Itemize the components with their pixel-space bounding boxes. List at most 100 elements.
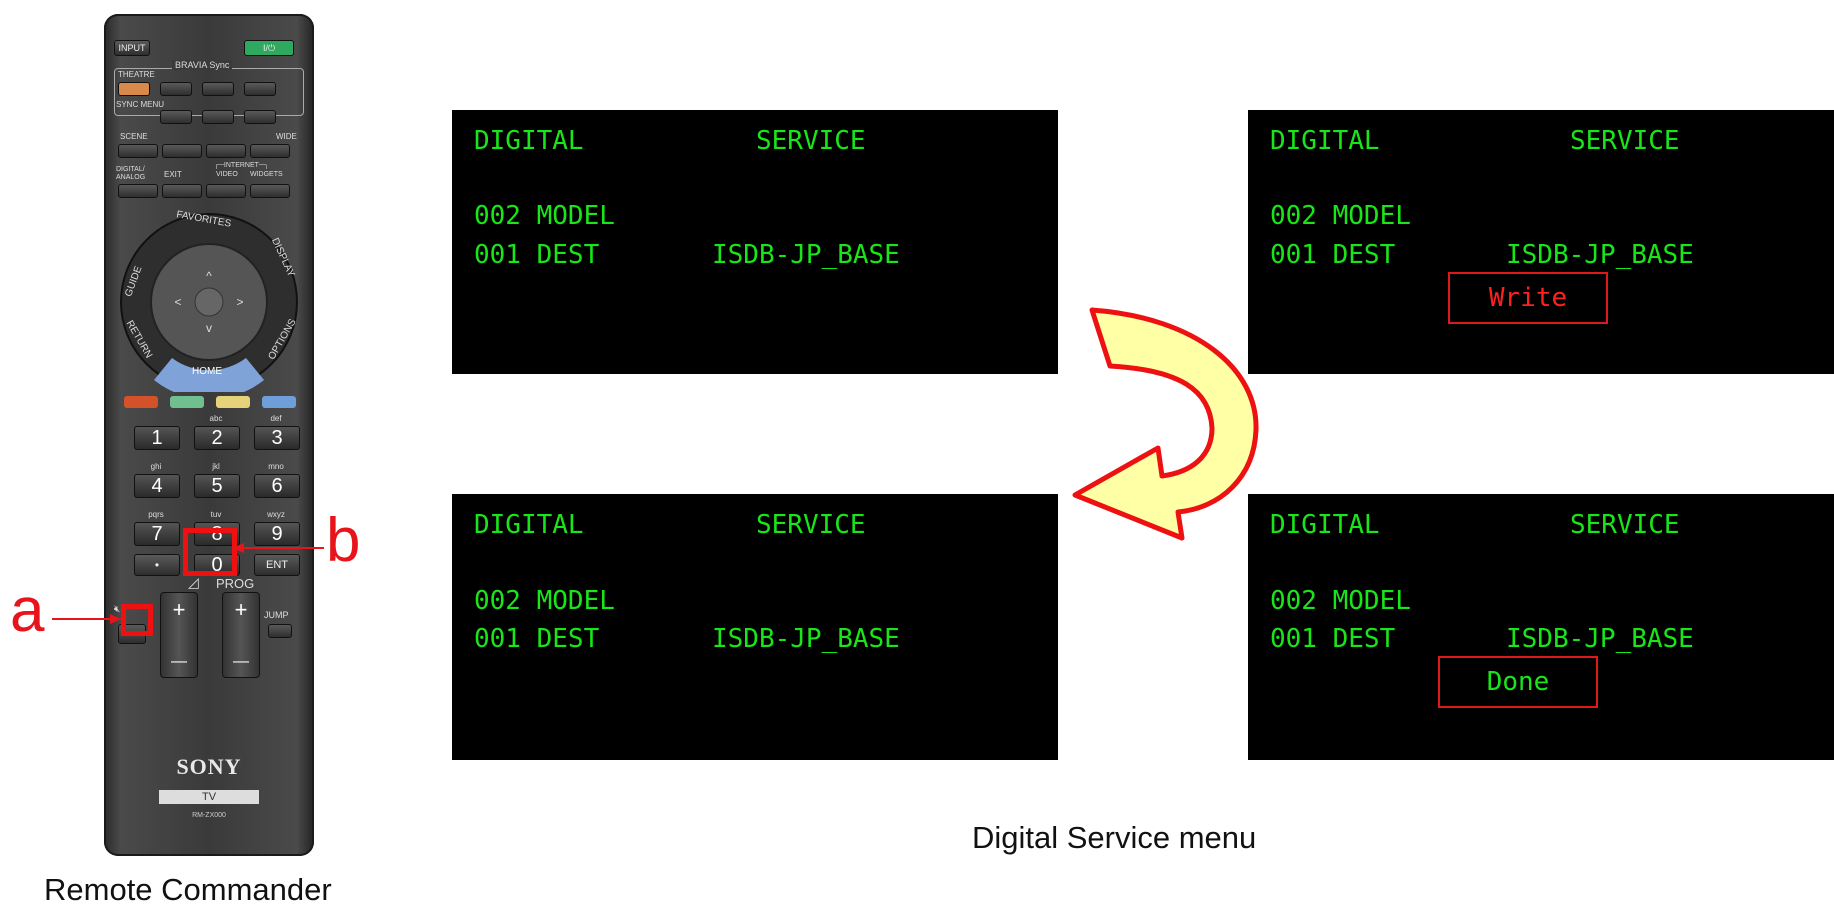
forward-button[interactable] [244, 110, 276, 124]
callout-lines [52, 543, 324, 624]
digital-analog-button[interactable] [118, 184, 158, 198]
prog-label: PROG [216, 576, 255, 591]
theatre-button[interactable] [118, 82, 150, 96]
mute-icon: 🔇︎ [114, 604, 121, 615]
key-letters: def [270, 414, 282, 423]
done-popup: Done [1438, 656, 1598, 708]
key-letters: ghi [150, 462, 162, 471]
volume-icon: ◿ [188, 574, 199, 590]
prog-minus[interactable]: — [233, 653, 249, 670]
write-popup: Write [1448, 272, 1608, 324]
dest-label: 001 DEST [474, 240, 600, 270]
wide-label: WIDE [276, 132, 297, 141]
ent-button[interactable]: ENT [254, 554, 300, 576]
key-7[interactable]: 7 [134, 522, 180, 546]
red-key[interactable] [124, 396, 158, 408]
prog-plus[interactable]: + [234, 597, 248, 622]
dest-value: ISDB-JP_BASE [712, 624, 900, 654]
model-label: RM-ZX000 [192, 812, 226, 819]
yellow-key[interactable] [216, 396, 250, 408]
screen-title-right: SERVICE [1570, 510, 1680, 540]
rewind-button[interactable] [160, 110, 192, 124]
exit-label: EXIT [164, 170, 182, 179]
key-letters: mno [268, 462, 284, 471]
remote-caption: Remote Commander [44, 872, 332, 907]
digital-analog-label: DIGITAL/ ANALOG [116, 166, 146, 181]
svg-text:v: v [206, 321, 212, 335]
key-5[interactable]: 5 [194, 474, 240, 498]
dest-label: 001 DEST [1270, 240, 1396, 270]
curved-arrow-icon [1072, 307, 1259, 541]
dest-value: ISDB-JP_BASE [1506, 240, 1694, 270]
key-1[interactable]: 1 [134, 426, 180, 450]
dest-label: 001 DEST [1270, 624, 1396, 654]
green-key[interactable] [170, 396, 204, 408]
dest-value: ISDB-JP_BASE [712, 240, 900, 270]
scene-label: SCENE [120, 132, 148, 141]
callout-a-letter: a [10, 576, 45, 645]
dest-label: 001 DEST [474, 624, 600, 654]
navigation-ring: ^ v < > [120, 213, 298, 392]
video-label: VIDEO [216, 171, 238, 178]
theatre-label: THEATRE [118, 70, 155, 79]
home-button[interactable]: HOME [192, 366, 222, 377]
scene-button[interactable] [118, 144, 158, 158]
model-line: 002 MODEL [474, 201, 615, 231]
screen-title-left: DIGITAL [474, 126, 584, 156]
callout-b-box [183, 528, 237, 576]
screen-1: DIGITAL SERVICE 002 MODEL 001 DEST ISDB-… [452, 110, 1058, 374]
model-line: 002 MODEL [474, 586, 615, 616]
next-button[interactable] [244, 82, 276, 96]
key-letters: wxyz [267, 510, 285, 519]
key-0[interactable]: 0 [194, 554, 240, 576]
key-9[interactable]: 9 [254, 522, 300, 546]
svg-text:^: ^ [206, 269, 212, 283]
callout-a-box [121, 604, 153, 636]
widgets-button[interactable] [250, 184, 290, 198]
play-button[interactable] [202, 82, 234, 96]
digital-service-caption: Digital Service menu [972, 820, 1257, 855]
volume-rocker[interactable]: + — [160, 592, 198, 678]
remote-commander: INPUT I/⏻ BRAVIA Sync THEATRE SYNC MENU … [104, 14, 314, 856]
tv-label: TV [159, 790, 259, 804]
dot-button[interactable]: • [134, 554, 180, 576]
screen-4: DIGITAL SERVICE 002 MODEL 001 DEST ISDB-… [1248, 494, 1834, 760]
screen-title-right: SERVICE [756, 510, 866, 540]
prog-rocker[interactable]: + — [222, 592, 260, 678]
sync-menu-label: SYNC MENU [116, 100, 165, 109]
key-letters: tuv [210, 510, 222, 519]
wide-button[interactable] [250, 144, 290, 158]
model-line: 002 MODEL [1270, 201, 1411, 231]
key-2[interactable]: 2 [194, 426, 240, 450]
jump-button[interactable] [268, 624, 292, 638]
bravia-sync-label: BRAVIA Sync [172, 60, 233, 70]
jump-label: JUMP [264, 610, 289, 620]
internet-label: ┌─INTERNET─┐ [214, 162, 269, 169]
exit-button[interactable] [162, 184, 202, 198]
blue-key[interactable] [262, 396, 296, 408]
prev-button[interactable] [160, 82, 192, 96]
model-line: 002 MODEL [1270, 586, 1411, 616]
screen-title-right: SERVICE [756, 126, 866, 156]
key-letters: pqrs [148, 510, 164, 519]
screen-3: DIGITAL SERVICE 002 MODEL 001 DEST ISDB-… [452, 494, 1058, 760]
svg-text:<: < [174, 295, 181, 309]
screen-title-left: DIGITAL [474, 510, 584, 540]
key-6[interactable]: 6 [254, 474, 300, 498]
volume-plus[interactable]: + [172, 597, 186, 622]
key-letters: abc [209, 414, 223, 423]
volume-minus[interactable]: — [171, 653, 187, 670]
key-4[interactable]: 4 [134, 474, 180, 498]
blank-button-2[interactable] [206, 144, 246, 158]
input-button[interactable]: INPUT [114, 40, 150, 56]
key-letters: jkl [212, 462, 220, 471]
video-button[interactable] [206, 184, 246, 198]
stop-button[interactable] [202, 110, 234, 124]
sony-logo: SONY [176, 754, 242, 779]
screen-title-right: SERVICE [1570, 126, 1680, 156]
blank-button-1[interactable] [162, 144, 202, 158]
key-3[interactable]: 3 [254, 426, 300, 450]
screen-title-left: DIGITAL [1270, 510, 1380, 540]
svg-text:>: > [236, 295, 243, 309]
power-button[interactable]: I/⏻ [244, 40, 294, 56]
